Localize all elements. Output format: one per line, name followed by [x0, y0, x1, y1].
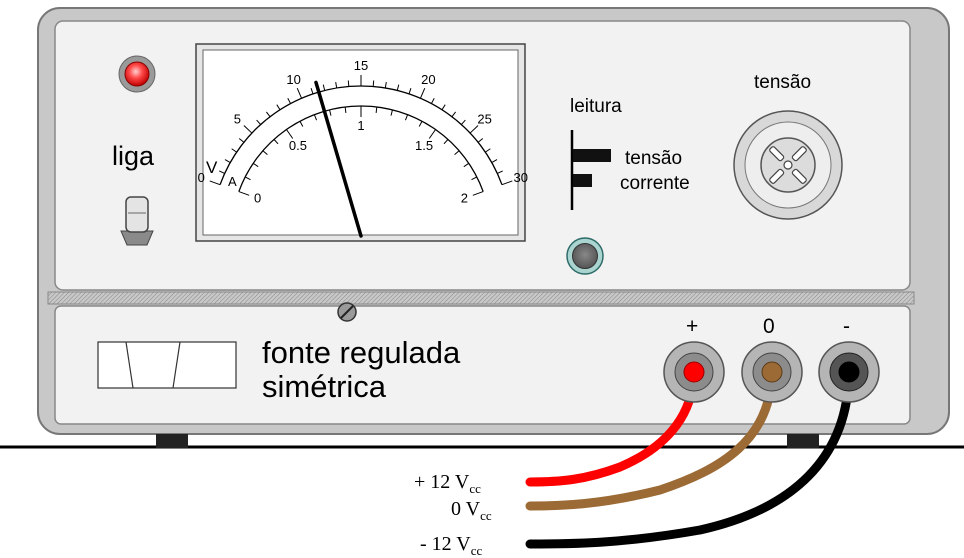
- meter-current-tick: [463, 162, 470, 168]
- meter-voltage-label-20: 20: [421, 72, 435, 87]
- meter-voltage-tick: [501, 180, 513, 186]
- voltage-knob-label: tensão: [754, 72, 811, 93]
- output-positive-label: + 12 Vcc: [414, 471, 481, 496]
- meter-voltage-tick: [451, 111, 457, 118]
- meter-current-tick: [262, 150, 268, 156]
- meter-voltage-tick: [209, 180, 221, 186]
- analog-meter: 0 5 10 15 20 25 30 0 0.5 1 1.5 2 V A: [195, 43, 528, 242]
- table-surface: [0, 434, 964, 449]
- reading-option-voltage[interactable]: tensão: [625, 148, 682, 169]
- meter-current-tick: [329, 109, 332, 116]
- reading-title: leitura: [570, 96, 622, 117]
- terminal-positive[interactable]: [663, 341, 725, 403]
- meter-current-tick: [252, 162, 259, 168]
- meter-current-label-0: 0: [254, 190, 261, 205]
- meter-needle: [314, 80, 363, 238]
- meter-voltage-tick: [322, 84, 326, 91]
- meter-voltage-tick: [477, 138, 484, 143]
- meter-voltage-tick: [287, 98, 292, 104]
- meter-voltage-tick: [491, 159, 498, 163]
- meter-current-tick: [404, 114, 409, 121]
- meter-current-tick: [428, 129, 436, 139]
- meter-current-tick: [238, 191, 250, 196]
- meter-current-arc: [238, 105, 484, 192]
- terminal-zero[interactable]: [741, 341, 803, 403]
- meter-voltage-tick: [224, 159, 231, 163]
- meter-current-label-1: 1: [357, 118, 364, 133]
- meter-current-tick: [375, 106, 378, 113]
- meter-voltage-tick: [430, 98, 435, 104]
- meter-voltage-tick: [497, 170, 503, 174]
- meter-voltage-tick: [384, 81, 387, 89]
- terminal-negative-label: -: [843, 315, 850, 338]
- meter-voltage-tick: [396, 84, 400, 91]
- label-plate: [97, 341, 237, 389]
- meter-current-tick: [313, 114, 318, 121]
- meter-voltage-label-5: 5: [234, 111, 241, 126]
- meter-a-label: A: [228, 174, 237, 189]
- meter-current-label-1.5: 1.5: [415, 138, 433, 153]
- power-toggle-switch[interactable]: [120, 196, 154, 246]
- meter-current-tick: [454, 150, 460, 156]
- meter-current-tick: [418, 120, 423, 127]
- meter-voltage-label-25: 25: [477, 111, 491, 126]
- meter-voltage-label-30: 30: [514, 170, 528, 185]
- meter-current-tick: [244, 176, 251, 181]
- meter-voltage-tick: [276, 104, 281, 110]
- device-name-line1: fonte regulada: [262, 335, 461, 370]
- terminal-positive-label: +: [686, 315, 698, 338]
- meter-voltage-tick: [296, 87, 303, 99]
- meter-voltage-tick: [485, 148, 491, 153]
- meter-voltage-label-15: 15: [354, 58, 368, 73]
- meter-current-tick: [472, 191, 484, 196]
- output-negative-label: - 12 Vcc: [420, 533, 483, 558]
- meter-voltage-tick: [256, 119, 262, 125]
- power-led: [118, 55, 156, 93]
- meter-voltage-tick: [408, 88, 412, 95]
- meter-voltage-tick: [310, 88, 314, 95]
- terminal-zero-label: 0: [763, 315, 775, 338]
- push-button[interactable]: [566, 237, 604, 275]
- reading-selector-switch[interactable]: [570, 130, 611, 210]
- meter-current-label-0.5: 0.5: [289, 138, 307, 153]
- meter-current-tick: [443, 139, 449, 145]
- meter-voltage-tick: [460, 119, 466, 125]
- device-name-line2: simétrica: [262, 369, 387, 404]
- meter-voltage-tick: [441, 104, 446, 110]
- meter-voltage-tick: [469, 125, 479, 134]
- terminal-negative[interactable]: [818, 341, 880, 403]
- wire-zero: [525, 365, 777, 511]
- meter-current-tick: [273, 139, 279, 145]
- meter-voltage-tick: [265, 111, 271, 118]
- meter-current-tick: [344, 106, 347, 113]
- meter-voltage-tick: [243, 125, 253, 134]
- meter-voltage-tick: [335, 81, 338, 89]
- meter-voltage-label-10: 10: [286, 72, 300, 87]
- meter-current-tick: [471, 176, 478, 181]
- wire-negative: [525, 365, 854, 549]
- power-label: liga: [112, 141, 155, 171]
- meter-voltage-label-0: 0: [198, 170, 205, 185]
- meter-voltage-tick: [219, 170, 225, 174]
- screw: [337, 302, 357, 322]
- meter-voltage-tick: [238, 138, 245, 143]
- reading-option-current[interactable]: corrente: [620, 173, 690, 194]
- meter-current-tick: [299, 120, 304, 127]
- meter-voltage-tick: [419, 87, 426, 99]
- meter-current-tick: [286, 129, 294, 139]
- wire-positive: [525, 365, 699, 487]
- meter-voltage-tick: [231, 148, 237, 153]
- voltage-knob[interactable]: [733, 110, 843, 220]
- meter-current-tick: [390, 109, 393, 116]
- meter-v-label: V: [206, 158, 218, 177]
- output-zero-label: 0 Vcc: [451, 498, 492, 523]
- meter-current-label-2: 2: [461, 190, 468, 205]
